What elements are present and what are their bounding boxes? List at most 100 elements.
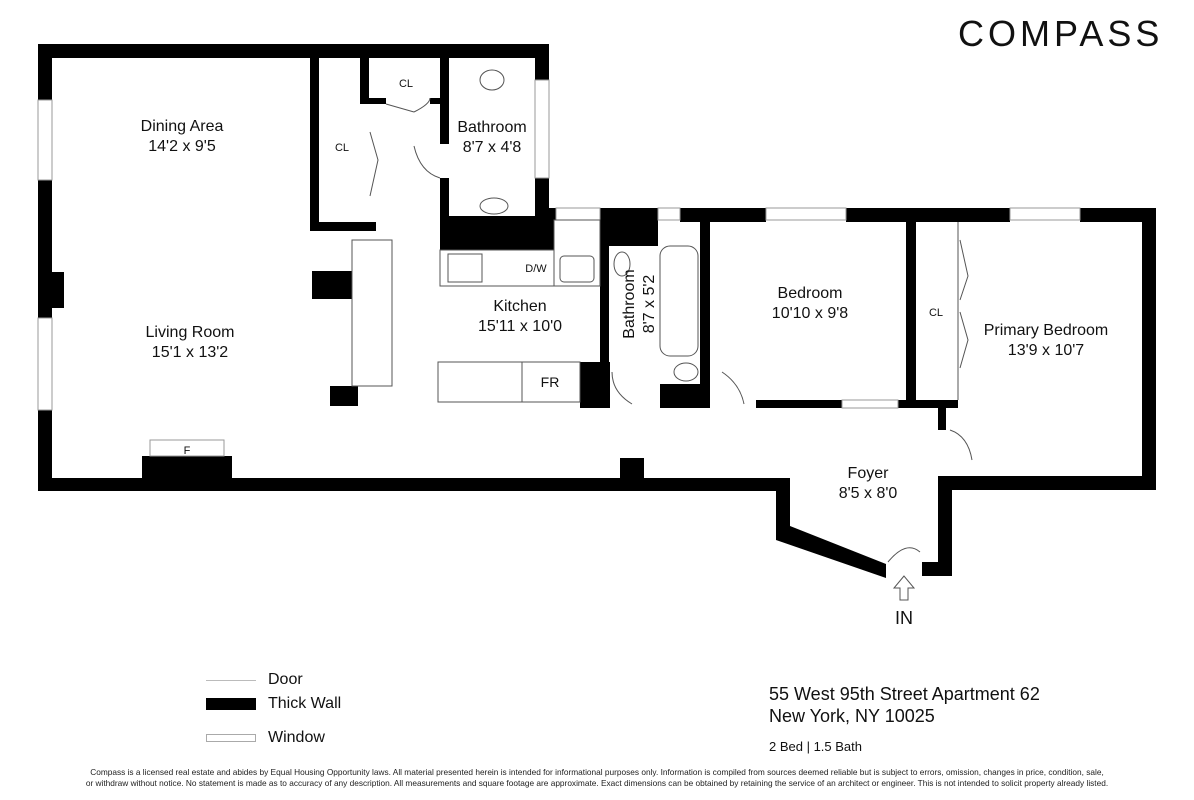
primary-name: Primary Bedroom	[984, 322, 1108, 339]
window-living-left	[37, 317, 53, 411]
beds-baths: 2 Bed | 1.5 Bath	[769, 739, 862, 754]
wall-bedroom-bottom-a	[756, 400, 842, 408]
wall-bedroom-top-a	[680, 208, 766, 222]
wall-closet-bottom	[310, 222, 376, 231]
wall-foyer-left	[776, 478, 790, 540]
toilet-bath1	[479, 69, 505, 91]
fireplace-block	[142, 456, 232, 480]
wall-left-pier	[38, 272, 64, 308]
wall-bath-left-lower	[440, 178, 449, 250]
compass-logo: COMPASS	[958, 13, 1180, 54]
fridge-label: FR	[541, 374, 560, 390]
kitchen-counter-right	[553, 219, 601, 287]
window-primary	[1009, 207, 1081, 221]
wall-kitchen-top-block	[440, 216, 554, 250]
primary-closet-doors	[959, 239, 969, 369]
legend: Door Thick Wall Window	[206, 668, 426, 758]
wall-kitchen-top-b	[600, 208, 658, 246]
closet-door-top	[385, 97, 431, 113]
wall-bedroom-primary-divider	[906, 222, 916, 408]
legend-door: Door	[206, 670, 303, 690]
wall-bath2-left	[600, 246, 609, 408]
bedroom-door-swing	[721, 371, 745, 405]
window-dining-left	[37, 99, 53, 181]
wall-primary-top	[1080, 208, 1156, 222]
toilet-bath2	[673, 362, 699, 382]
bath1-dims: 8'7 x 4'8	[463, 139, 522, 156]
window-bedroom	[765, 207, 847, 221]
kitchen-sink	[559, 255, 595, 283]
wall-bottom-right	[946, 476, 1156, 490]
bedroom-dims: 10'10 x 9'8	[772, 305, 848, 322]
fireplace-label: F	[184, 445, 191, 457]
closet-label-1: CL	[399, 78, 413, 90]
legend-wall-label: Thick Wall	[268, 695, 342, 712]
bath2-dims: 8'7 x 5'2	[641, 275, 658, 334]
wall-bedroom-top-b	[846, 208, 1010, 222]
wall-foyer-entry-right	[922, 562, 944, 576]
window-kitchen	[555, 207, 601, 221]
dishwasher-label: D/W	[525, 263, 547, 275]
entrance-label: IN	[895, 608, 913, 628]
wall-bath-left	[440, 58, 449, 144]
foyer-name: Foyer	[848, 465, 890, 482]
legend-window-label: Window	[268, 729, 325, 746]
disclaimer-line-1: Compass is a licensed real estate and ab…	[90, 767, 1104, 777]
listing-address: 55 West 95th Street Apartment 62 New Yor…	[769, 683, 1169, 754]
closet-label-3: CL	[929, 307, 943, 319]
compass-logo-text: COMPASS	[958, 14, 1163, 54]
wall-closet-mid	[360, 58, 369, 104]
foyer-dims: 8'5 x 8'0	[839, 485, 898, 502]
closet-door-side	[369, 131, 379, 197]
dining-name: Dining Area	[141, 118, 224, 135]
room-labels: Dining Area 14'2 x 9'5 Living Room 15'1 …	[141, 78, 1109, 628]
primary-door-swing	[949, 429, 973, 461]
wall-bedroom-bottom-b	[898, 400, 958, 408]
legend-door-swatch	[206, 679, 256, 681]
wall-closet-left	[310, 58, 319, 230]
wall-bath-right-upper	[535, 44, 549, 80]
stove	[447, 253, 483, 283]
bedroom-name: Bedroom	[778, 285, 843, 302]
window-bedroom-foyer	[841, 399, 899, 409]
bath2-door-swing	[611, 371, 633, 405]
kitchen-dims: 15'11 x 10'0	[478, 318, 562, 335]
legend-door-label: Door	[268, 671, 303, 688]
legend-wall-swatch	[206, 698, 256, 710]
legend-thick-wall: Thick Wall	[206, 694, 341, 714]
windows	[37, 79, 1081, 457]
dining-dims: 14'2 x 9'5	[148, 138, 216, 155]
column-living-2	[330, 386, 358, 406]
legend-window: Window	[206, 728, 325, 748]
bath1-name: Bathroom	[457, 119, 526, 136]
wall-bottom-left	[38, 478, 782, 491]
wall-bath2-right	[700, 222, 710, 408]
entry-door-swing	[887, 547, 921, 563]
wall-bottom-pier	[620, 458, 644, 480]
compass-logo-mark: COMPASS	[958, 13, 1163, 54]
wall-top-left-wing	[38, 44, 549, 58]
bathtub	[659, 245, 699, 357]
wall-closet-top-left	[360, 98, 386, 104]
closet-label-2: CL	[335, 142, 349, 154]
wall-right	[1142, 208, 1156, 490]
address-line-2: New York, NY 10025	[769, 706, 935, 726]
sink-bath1	[479, 197, 509, 215]
fixtures-lines	[351, 69, 973, 563]
wall-foyer-right-lower	[938, 476, 952, 576]
living-name: Living Room	[146, 324, 235, 341]
bath1-door-swing	[413, 145, 441, 179]
entry-arrow	[892, 575, 916, 601]
living-dims: 15'1 x 13'2	[152, 344, 228, 361]
primary-dims: 13'9 x 10'7	[1008, 342, 1084, 359]
window-bath1	[534, 79, 550, 179]
column-living-1	[312, 271, 352, 299]
fireplace-hearth	[149, 439, 225, 457]
wall-bath2-bottom-block	[660, 384, 710, 408]
disclaimer-line-2: or withdraw without notice. No statement…	[85, 778, 1109, 788]
window-bath2	[657, 207, 681, 221]
kitchen-name: Kitchen	[493, 298, 546, 315]
bath2-name: Bathroom	[621, 269, 638, 338]
kitchen-counter-bottom	[437, 361, 581, 403]
